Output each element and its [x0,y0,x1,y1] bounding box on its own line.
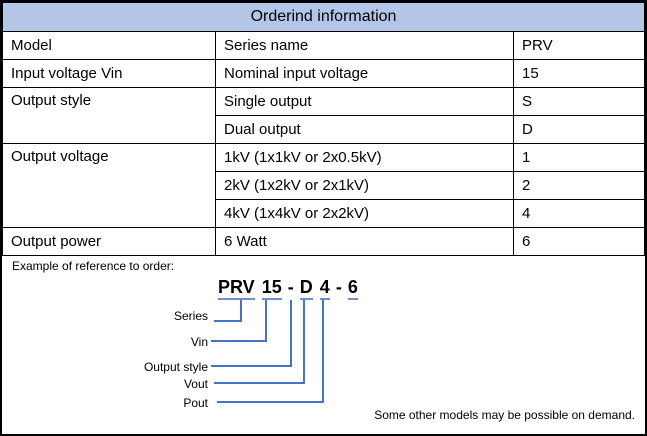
order-code: PRV 15 - D 4 - 6 [217,278,359,300]
series-connector-line [214,300,242,322]
example-caption: Example of reference to order: [12,259,175,273]
voltage-code-4-cell: 4 [513,199,645,228]
single-output-code-cell: S [513,87,645,116]
vin-connector-line [211,300,267,342]
series-callout-label: Series [173,309,208,323]
power-code-cell: 6 [513,227,645,256]
output-voltage-label-cell: Output voltage [2,143,216,228]
pout-connector-line [217,300,324,403]
output-power-label-cell: Output power [2,227,216,256]
output-power-value-cell: 6 Watt [215,227,514,256]
table-row: 4kV (1x4kV or 2x2kV) 4 [3,199,645,228]
output-voltage-2kv-cell: 2kV (1x2kV or 2x1kV) [215,171,514,200]
table-row: Output power 6 Watt 6 [2,227,645,256]
code-pout-segment: 6 [347,278,358,300]
code-separator: - [287,277,294,297]
series-name-cell: Series name [215,31,514,60]
code-vin-segment: 15 [261,278,282,300]
single-output-cell: Single output [215,87,514,116]
code-series-segment: PRV [218,278,255,300]
output-style-connector-line [211,300,292,367]
pout-callout-label: Pout [183,396,208,410]
voltage-code-2-cell: 2 [513,171,645,200]
vout-connector-line [214,300,305,384]
vout-callout-label: Vout [183,377,208,391]
output-voltage-1kv-cell: 1kV (1x1kV or 2x0.5kV) [215,143,514,172]
output-style-label-cell: Output style [2,87,216,144]
dual-output-cell: Dual output [215,115,514,144]
voltage-code-1-cell: 1 [513,143,645,172]
table-row: Dual output D [3,115,645,144]
vin-code-cell: 15 [513,59,645,88]
nominal-input-voltage-cell: Nominal input voltage [215,59,514,88]
table-row: Output style Single output S [2,87,645,144]
code-separator: - [335,277,342,297]
ordering-info-table: Orderind information Model Series name P… [2,2,645,256]
table-title: Orderind information [2,2,645,32]
output-voltage-4kv-cell: 4kV (1x4kV or 2x2kV) [215,199,514,228]
table-header-row: Orderind information [2,2,645,32]
dual-output-code-cell: D [513,115,645,144]
table-row: Model Series name PRV [2,31,645,60]
output-style-callout-label: Output style [143,360,208,374]
series-code-cell: PRV [513,31,645,60]
code-output-style-segment: D [299,278,313,300]
input-voltage-label-cell: Input voltage Vin [2,59,216,88]
footnote-text: Some other models may be possible on dem… [374,408,635,422]
table-row: Input voltage Vin Nominal input voltage … [2,59,645,88]
code-vout-segment: 4 [319,278,330,300]
table-row: Output voltage 1kV (1x1kV or 2x0.5kV) 1 [2,143,645,228]
vin-callout-label: Vin [190,335,208,349]
model-label-cell: Model [2,31,216,60]
